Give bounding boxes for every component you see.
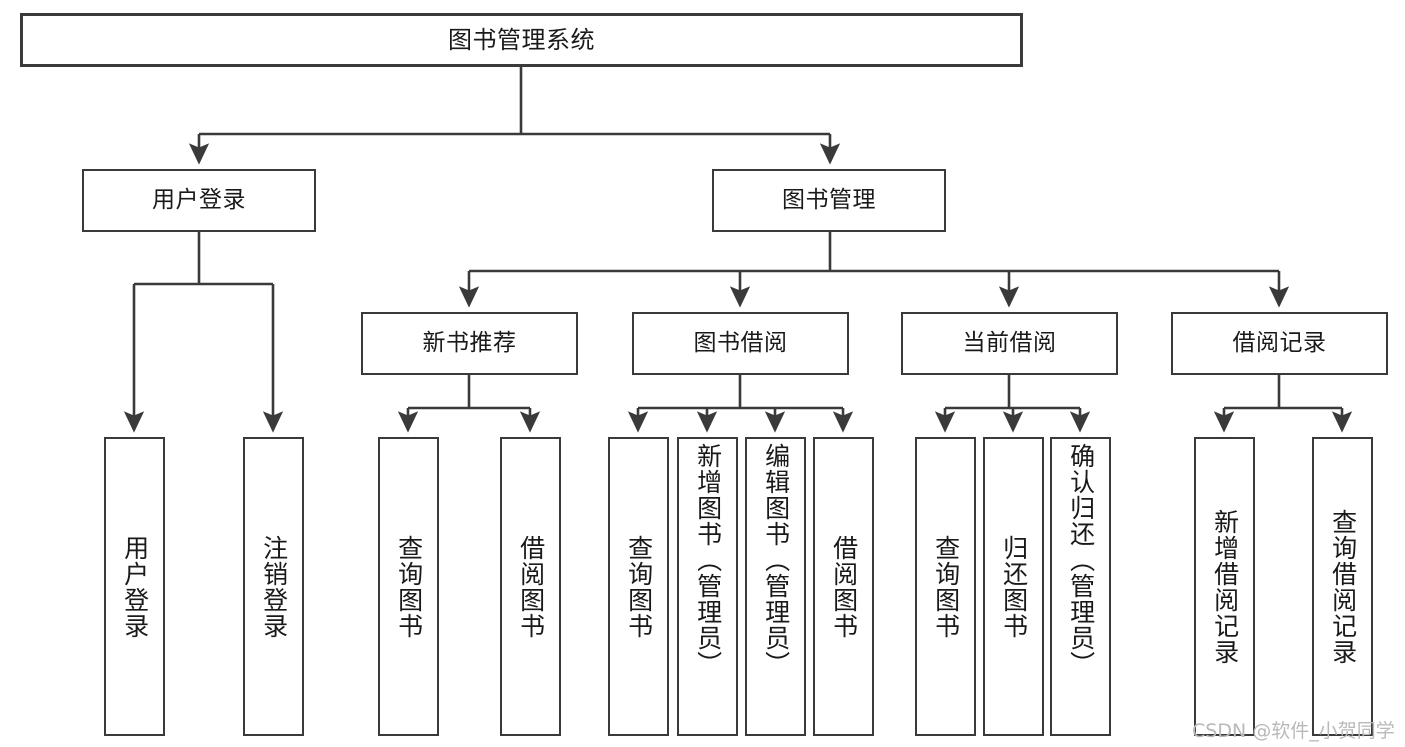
- leaf-record-add-record[interactable]: 新增借阅记录: [1194, 437, 1255, 736]
- node-label: 查询图书: [624, 534, 654, 639]
- node-label: 用户登录: [120, 534, 150, 639]
- node-label: 新增图书（管理员）: [693, 443, 723, 677]
- node-label: 查询图书: [394, 534, 424, 639]
- leaf-recommend-borrow-book[interactable]: 借阅图书: [500, 437, 561, 736]
- leaf-borrow-edit-book-admin[interactable]: 编辑图书（管理员）: [745, 437, 806, 736]
- leaf-borrow-borrow-book[interactable]: 借阅图书: [813, 437, 874, 736]
- leaf-borrow-query-book[interactable]: 查询图书: [608, 437, 669, 736]
- node-label: 借阅图书: [829, 534, 859, 639]
- node-book-management[interactable]: 图书管理: [712, 169, 946, 232]
- leaf-current-query-book[interactable]: 查询图书: [915, 437, 976, 736]
- node-label: 查询图书: [931, 534, 961, 639]
- leaf-user-login-logout[interactable]: 注销登录: [243, 437, 304, 736]
- node-label: 新书推荐: [422, 329, 517, 356]
- leaf-borrow-add-book-admin[interactable]: 新增图书（管理员）: [677, 437, 738, 736]
- node-user-login[interactable]: 用户登录: [82, 169, 316, 232]
- node-label: 当前借阅: [962, 329, 1057, 356]
- node-label: 用户登录: [152, 186, 246, 213]
- node-label: 注销登录: [259, 534, 289, 639]
- node-label: 借阅记录: [1232, 329, 1327, 356]
- node-label: 图书管理: [782, 186, 876, 213]
- node-borrow-record[interactable]: 借阅记录: [1171, 312, 1388, 375]
- node-label: 图书借阅: [693, 329, 788, 356]
- node-new-book-recommend[interactable]: 新书推荐: [361, 312, 578, 375]
- leaf-current-confirm-return-admin[interactable]: 确认归还（管理员）: [1050, 437, 1111, 736]
- node-label: 编辑图书（管理员）: [761, 443, 791, 677]
- node-current-borrow[interactable]: 当前借阅: [901, 312, 1118, 375]
- node-root-system[interactable]: 图书管理系统: [20, 13, 1023, 67]
- node-label: 确认归还（管理员）: [1066, 443, 1096, 677]
- leaf-user-login-login[interactable]: 用户登录: [104, 437, 165, 736]
- csdn-watermark: CSDN @软件_小贺同学: [1192, 720, 1395, 742]
- node-label: 归还图书: [999, 534, 1029, 639]
- leaf-current-return-book[interactable]: 归还图书: [983, 437, 1044, 736]
- leaf-record-query-record[interactable]: 查询借阅记录: [1312, 437, 1373, 736]
- node-label: 新增借阅记录: [1210, 508, 1240, 665]
- node-label: 图书管理系统: [448, 25, 595, 54]
- node-label: 查询借阅记录: [1328, 508, 1358, 665]
- node-book-borrow[interactable]: 图书借阅: [632, 312, 849, 375]
- node-label: 借阅图书: [516, 534, 546, 639]
- leaf-recommend-query-book[interactable]: 查询图书: [378, 437, 439, 736]
